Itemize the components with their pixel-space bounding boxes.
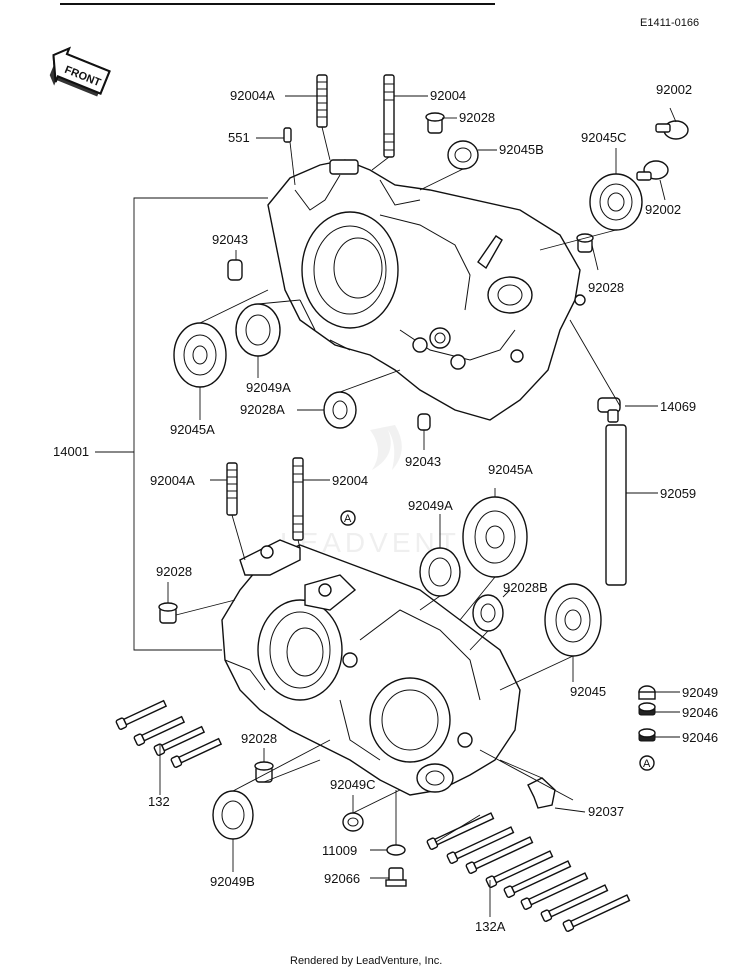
leader-lines bbox=[95, 95, 680, 917]
callout-92004a-lower: 92004A bbox=[150, 473, 195, 488]
callout-92028-lower-left: 92028 bbox=[156, 564, 192, 579]
front-arrow-icon: FRONT bbox=[49, 46, 111, 97]
dowel-pin-551 bbox=[283, 127, 292, 143]
oil-seal-92049b bbox=[212, 790, 254, 840]
callout-92037: 92037 bbox=[588, 804, 624, 819]
bolt-92002-a bbox=[655, 120, 689, 140]
callout-14069: 14069 bbox=[660, 399, 696, 414]
stud-92004a-lower bbox=[226, 462, 238, 516]
callout-132: 132 bbox=[148, 794, 170, 809]
callout-92028-bottom: 92028 bbox=[241, 731, 277, 746]
callout-92004-lower: 92004 bbox=[332, 473, 368, 488]
nut-92049 bbox=[638, 685, 656, 700]
washer-92046-b bbox=[638, 728, 656, 742]
fitting-14069 bbox=[597, 397, 621, 423]
footer-credit: Rendered by LeadVenture, Inc. bbox=[290, 955, 442, 967]
bolt-set-132 bbox=[115, 699, 223, 768]
ref-marker-a-top-label: A bbox=[344, 513, 352, 525]
callout-92028a: 92028A bbox=[240, 402, 285, 417]
bolt-set-132a bbox=[426, 812, 631, 932]
drain-plug-92066 bbox=[385, 867, 407, 887]
callout-92002-a: 92002 bbox=[656, 82, 692, 97]
lower-crankcase-half bbox=[221, 539, 521, 796]
callout-92028b: 92028B bbox=[503, 580, 548, 595]
washer-92046-a bbox=[638, 702, 656, 716]
oil-seal-92049c bbox=[342, 812, 364, 832]
bearing-92045b bbox=[447, 140, 479, 170]
stud-92004-lower bbox=[292, 457, 304, 541]
callout-92004a-top: 92004A bbox=[230, 88, 275, 103]
callout-labels: 92004A 92004 92028 551 92045B 92002 9204… bbox=[53, 82, 718, 934]
callout-92045a-lower: 92045A bbox=[488, 462, 533, 477]
collar-92028b bbox=[472, 594, 504, 632]
plug-92028-bottom bbox=[254, 761, 274, 783]
callout-132a: 132A bbox=[475, 919, 506, 934]
diagram-code: E1411-0166 bbox=[640, 17, 699, 29]
ref-marker-a-bottom-label: A bbox=[643, 758, 651, 770]
callout-92049c: 92049C bbox=[330, 777, 376, 792]
callout-92045-lower: 92045 bbox=[570, 684, 606, 699]
callout-92045a-top: 92045A bbox=[170, 422, 215, 437]
oil-seal-92049a-top bbox=[235, 303, 281, 357]
callout-92046-a: 92046 bbox=[682, 705, 718, 720]
washer-11009 bbox=[386, 844, 406, 856]
bolt-92002-b bbox=[636, 160, 669, 181]
callout-92043-mid: 92043 bbox=[405, 454, 441, 469]
sleeve-92043-mid bbox=[417, 413, 431, 431]
callout-92066: 92066 bbox=[324, 871, 360, 886]
callout-92059: 92059 bbox=[660, 486, 696, 501]
callout-92002-b: 92002 bbox=[645, 202, 681, 217]
callout-92045b: 92045B bbox=[499, 142, 544, 157]
clamp-92037 bbox=[527, 777, 556, 809]
plug-92028-top bbox=[425, 112, 445, 134]
callout-14001: 14001 bbox=[53, 444, 89, 459]
callout-92046-b: 92046 bbox=[682, 730, 718, 745]
callout-92049a-top: 92049A bbox=[246, 380, 291, 395]
stud-92004-top bbox=[383, 74, 395, 158]
callout-92043-left: 92043 bbox=[212, 232, 248, 247]
callout-92028-right: 92028 bbox=[588, 280, 624, 295]
sleeve-92043-left bbox=[227, 259, 243, 281]
ref-marker-a-top bbox=[340, 510, 356, 526]
breather-tube-92059 bbox=[605, 424, 627, 586]
oil-seal-92049a-lower bbox=[419, 547, 461, 597]
bearing-92045-lower bbox=[544, 583, 602, 657]
collar-92028a bbox=[323, 391, 357, 429]
callout-92049: 92049 bbox=[682, 685, 718, 700]
callout-92028-top: 92028 bbox=[459, 110, 495, 125]
callout-92004-top: 92004 bbox=[430, 88, 466, 103]
callout-92049b: 92049B bbox=[210, 874, 255, 889]
callout-92045c: 92045C bbox=[581, 130, 627, 145]
plug-92028-lower-left bbox=[158, 602, 178, 624]
bearing-92045c bbox=[589, 173, 643, 231]
ref-marker-a-bottom bbox=[639, 755, 655, 771]
stud-92004a-top bbox=[316, 74, 328, 128]
callout-551: 551 bbox=[228, 130, 250, 145]
callout-92049a-lower: 92049A bbox=[408, 498, 453, 513]
callout-11009: 11009 bbox=[322, 843, 357, 858]
bearing-92045a-lower bbox=[462, 496, 528, 578]
bearing-92045a-top bbox=[173, 322, 227, 388]
upper-crankcase-half bbox=[267, 159, 586, 421]
